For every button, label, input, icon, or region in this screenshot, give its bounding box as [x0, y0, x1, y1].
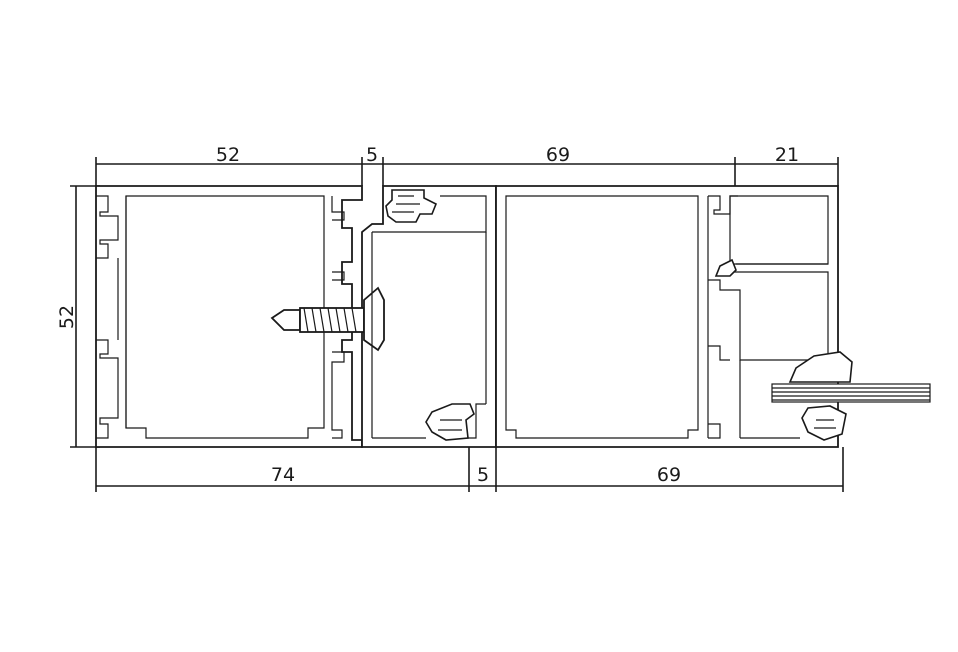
screw-icon [270, 286, 385, 352]
dim-top-69: 69 [546, 144, 570, 166]
left-frame-profile [95, 185, 363, 448]
dimension-lines [70, 157, 844, 492]
dim-top-5: 5 [366, 144, 378, 166]
dim-left-52: 52 [56, 305, 78, 329]
dim-bottom-74: 74 [271, 464, 295, 486]
dimension-labels: 52 5 69 21 74 5 69 52 [56, 144, 799, 486]
dim-top-21: 21 [775, 144, 799, 166]
glass-panel [771, 383, 931, 403]
dim-bottom-5: 5 [477, 464, 489, 486]
right-frame-profile [495, 185, 853, 448]
middle-sash-profile [361, 185, 497, 448]
dim-top-52: 52 [216, 144, 240, 166]
dim-bottom-69: 69 [657, 464, 681, 486]
